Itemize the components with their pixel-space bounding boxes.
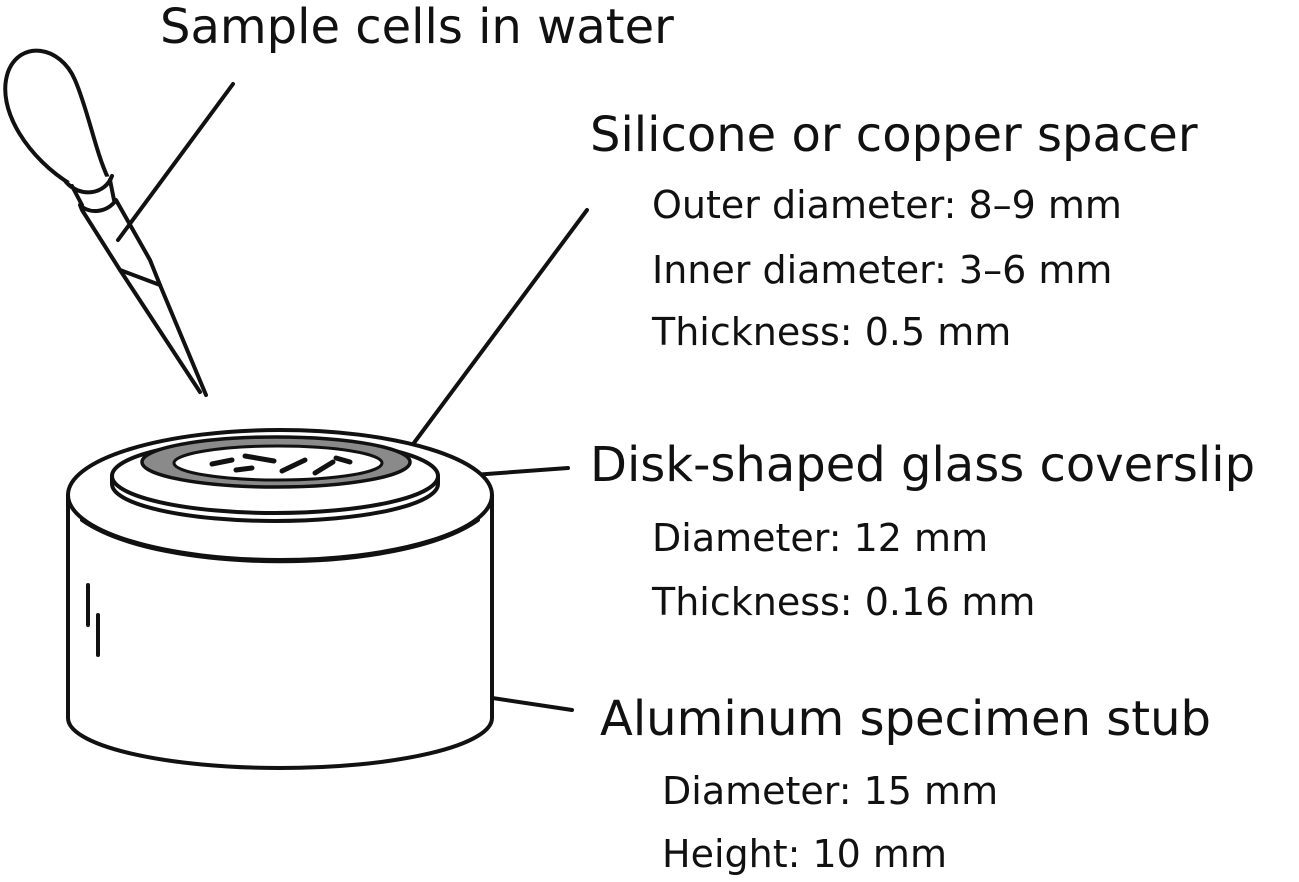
cell xyxy=(333,455,353,465)
cell xyxy=(233,465,255,473)
stub-inner-rim xyxy=(80,518,480,564)
spacer-outer-diameter: Outer diameter: 8–9 mm xyxy=(652,183,1122,227)
spacer-inner-diameter: Inner diameter: 3–6 mm xyxy=(652,248,1113,292)
sample-label: Sample cells in water xyxy=(160,0,674,55)
pipette-tip xyxy=(118,268,208,397)
cell xyxy=(209,457,235,467)
pipette-neck xyxy=(70,178,116,207)
spacer-title: Silicone or copper spacer xyxy=(590,107,1198,163)
cell xyxy=(279,457,308,474)
pipette-bulb xyxy=(3,48,110,187)
sample-leader-line xyxy=(116,82,235,242)
stub-height: Height: 10 mm xyxy=(662,832,947,876)
cell xyxy=(312,459,336,476)
coverslip-title: Disk-shaped glass coverslip xyxy=(590,437,1256,493)
coverslip-thickness: Thickness: 0.16 mm xyxy=(652,580,1036,624)
coverslip-diameter: Diameter: 12 mm xyxy=(652,516,989,560)
pipette-illustration xyxy=(3,48,208,397)
stub-body xyxy=(66,493,494,770)
stub-title: Aluminum specimen stub xyxy=(600,691,1211,747)
stub-diameter: Diameter: 15 mm xyxy=(662,769,999,813)
pipette-barrel xyxy=(78,198,162,287)
spacer-inner xyxy=(172,444,384,482)
sample-cells xyxy=(209,453,353,476)
cell xyxy=(242,453,277,464)
coverslip-edge xyxy=(110,474,440,523)
spacer-thickness: Thickness: 0.5 mm xyxy=(652,310,1012,354)
spacer-leader-line xyxy=(403,208,589,457)
